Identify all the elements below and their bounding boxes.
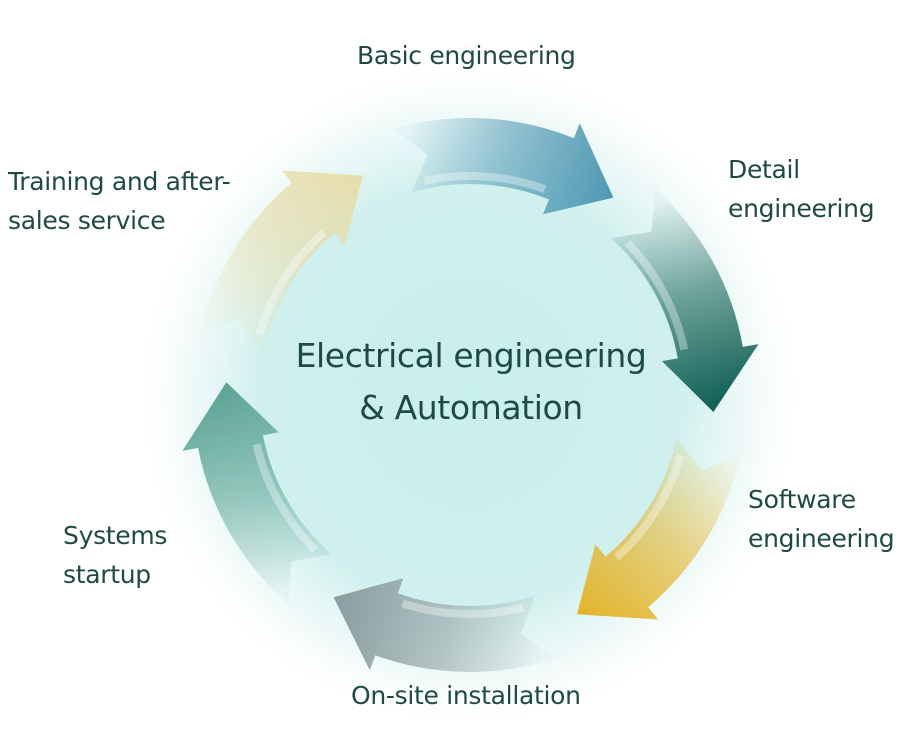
arrow-startup [182, 382, 332, 605]
arrow-highlight-detail [624, 240, 689, 351]
arrow-detail [611, 189, 759, 412]
arrow-software [577, 438, 741, 620]
label-training-after-sales: Training and after- sales service [8, 167, 231, 235]
arrow-training [199, 170, 363, 352]
center-title: Electrical engineering & Automation [295, 336, 647, 427]
label-basic-engineering: Basic engineering [357, 41, 576, 70]
arrow-highlight-startup [252, 443, 318, 553]
arrow-highlight-training [255, 229, 327, 336]
label-detail-engineering: Detail engineering [728, 155, 875, 223]
arrow-highlight-basic [423, 172, 547, 193]
label-on-site-installation: On-site installation [351, 681, 581, 710]
label-systems-startup: Systems startup [63, 521, 168, 589]
arrow-ring [182, 117, 759, 672]
arrow-basic [393, 117, 614, 215]
arrow-highlight-onsite [401, 599, 524, 618]
label-software-engineering: Software engineering [748, 485, 895, 553]
arrow-onsite [333, 578, 556, 672]
arrow-highlight-software [613, 454, 685, 561]
